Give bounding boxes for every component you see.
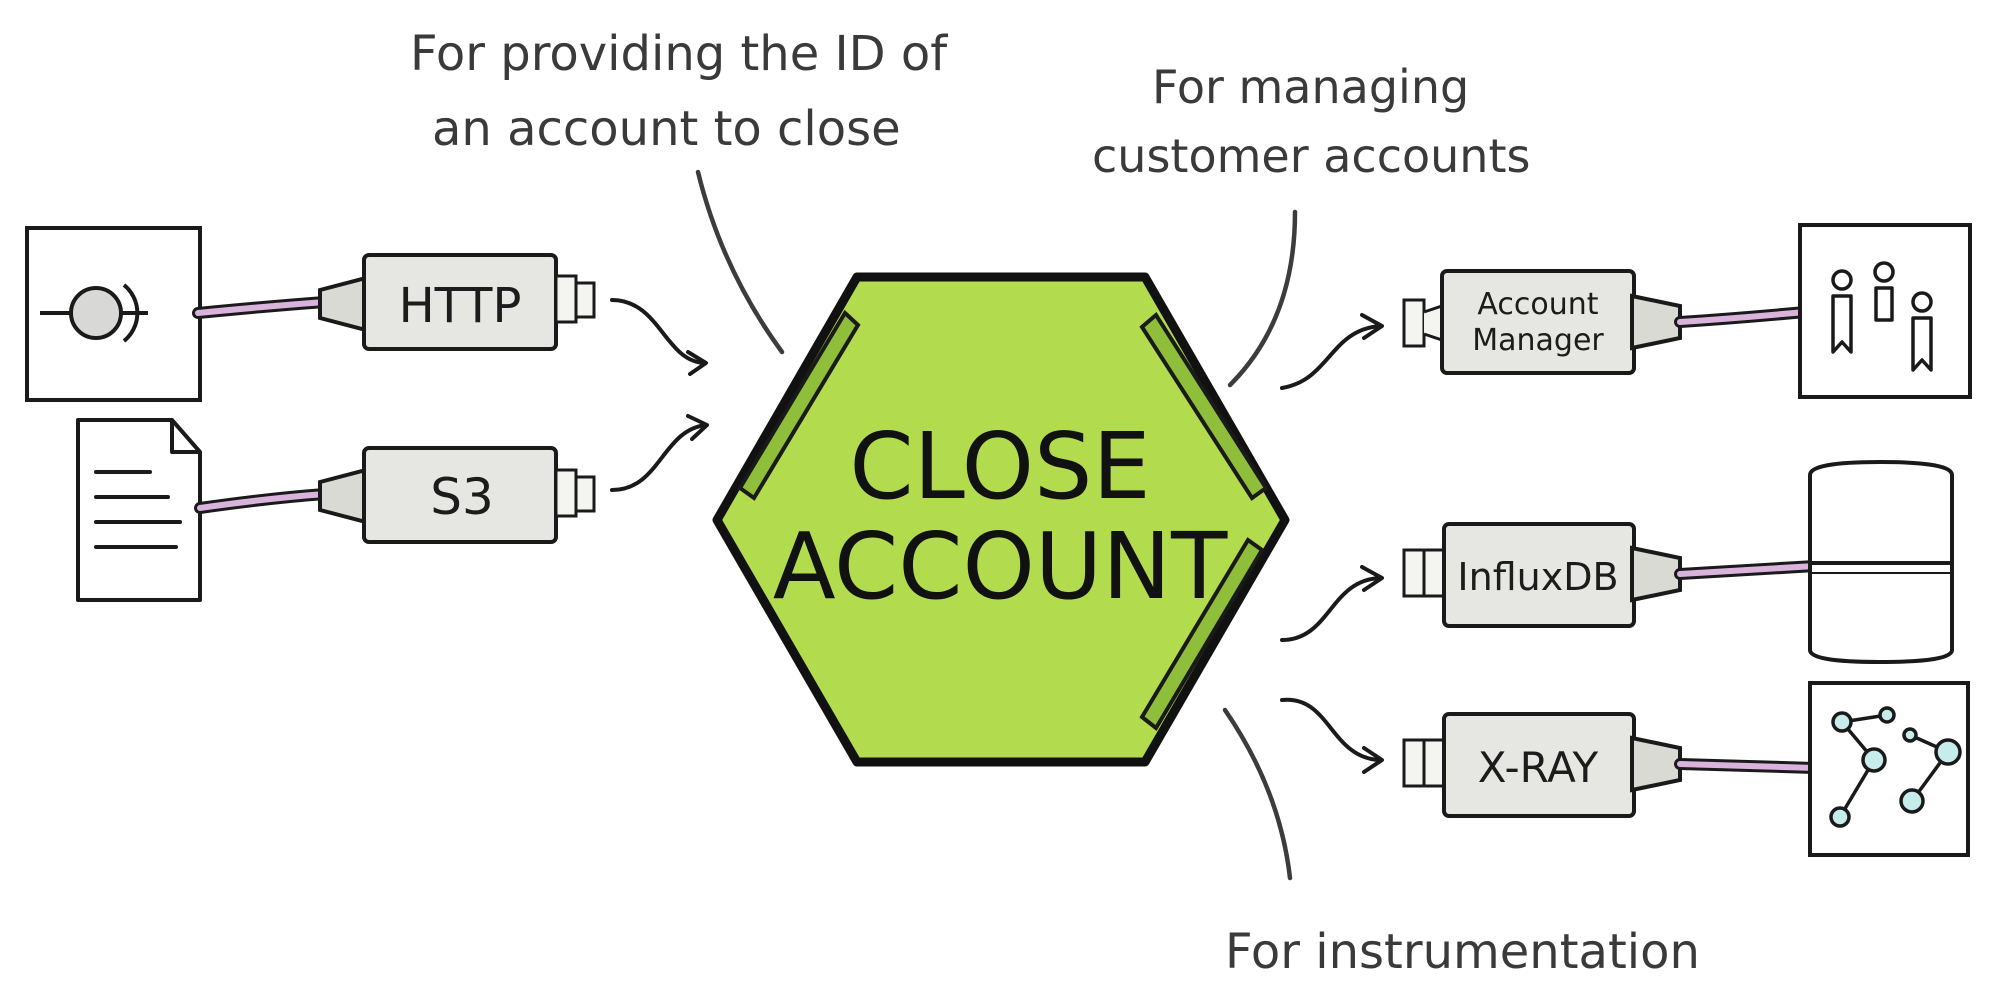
account-manager-box	[1798, 223, 1972, 399]
account-manager-plug-label-line2: Manager	[1472, 323, 1604, 358]
xray-arrow	[1280, 697, 1382, 762]
account-manager-arrow	[1280, 324, 1382, 390]
account-manager-adapter: Account Manager	[1280, 223, 1972, 399]
note-top-left-line1: For providing the ID of	[410, 26, 948, 82]
close-account-hexagon: CLOSE ACCOUNT	[712, 272, 1290, 767]
hexagon-title-line1: CLOSE	[849, 413, 1150, 520]
s3-arrow	[610, 423, 708, 492]
document-icon	[76, 418, 202, 602]
influxdb-plug-label: InfluxDB	[1457, 555, 1618, 599]
outbound-port-instrumentation	[1139, 537, 1265, 731]
database-icon	[1808, 459, 1954, 665]
note-top-right-pointer	[1227, 209, 1298, 388]
note-top-left-line2: an account to close	[432, 101, 901, 157]
outbound-port-accounts	[1139, 311, 1269, 501]
s3-plug-label: S3	[430, 468, 494, 526]
xray-plug-label: X-RAY	[1478, 743, 1599, 792]
influxdb-plug-collar	[1630, 545, 1682, 603]
http-plug-collar	[318, 275, 368, 333]
note-top-right-line2: customer accounts	[1092, 129, 1530, 183]
http-endpoint-icon	[40, 283, 148, 343]
hexagon-title-line2: ACCOUNT	[773, 513, 1228, 620]
xray-adapter: X-RAY	[1280, 681, 1970, 857]
account-manager-plug-collar	[1630, 293, 1682, 351]
account-manager-plug-label-line1: Account	[1477, 287, 1598, 322]
s3-adapter: S3	[76, 414, 709, 602]
note-bottom-right: For instrumentation	[1222, 707, 1700, 980]
people-icon	[1831, 261, 1933, 372]
influxdb-arrow	[1280, 576, 1382, 642]
s3-plug-collar	[318, 467, 368, 525]
note-top-right: For managing customer accounts	[1092, 60, 1530, 388]
note-top-left-pointer	[695, 169, 785, 355]
note-bottom-right-pointer	[1222, 707, 1293, 881]
http-plug-label: HTTP	[399, 278, 522, 334]
trace-graph-icon	[1829, 706, 1962, 828]
http-arrow	[610, 298, 707, 365]
note-bottom-right-line1: For instrumentation	[1225, 924, 1700, 980]
http-adapter: HTTP	[25, 226, 708, 402]
xray-plug-collar	[1630, 735, 1682, 793]
influxdb-adapter: InfluxDB	[1280, 459, 1954, 665]
inbound-port	[737, 309, 861, 501]
note-top-left: For providing the ID of an account to cl…	[410, 26, 948, 355]
note-top-right-line1: For managing	[1152, 60, 1469, 114]
